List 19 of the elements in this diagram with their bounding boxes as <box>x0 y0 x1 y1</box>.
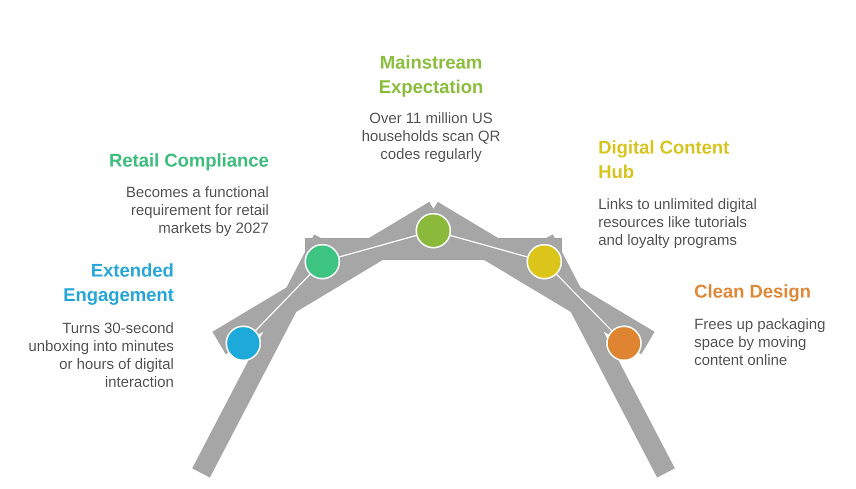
heading: Retail Compliance <box>110 153 268 170</box>
connector-line <box>255 274 310 331</box>
circle-marker <box>606 326 642 362</box>
connector-line <box>339 234 416 258</box>
heading: Clean Design <box>694 284 810 302</box>
heading: Digital Content Hub <box>599 140 730 178</box>
description: Becomes a functional requirement for retail markets by 2027 <box>127 186 268 236</box>
connector-line <box>556 274 612 332</box>
description: Frees up packaging space by moving content online <box>694 318 824 366</box>
description: Over 11 million US households scan QR codes regularly <box>362 112 500 162</box>
heading: Mainstream Expectation <box>380 55 482 97</box>
circle-marker <box>226 326 262 362</box>
connector-line <box>450 234 528 258</box>
description: Turns 30-second unboxing into minutes or hours of digital interaction <box>29 322 174 387</box>
description: Links to unlimited digital resources like tutorials and loyalty programs <box>598 198 756 248</box>
circle-marker <box>526 244 562 280</box>
circle-marker <box>416 212 452 248</box>
circle-marker <box>304 244 340 280</box>
heading: Extended Engagement <box>64 263 174 305</box>
